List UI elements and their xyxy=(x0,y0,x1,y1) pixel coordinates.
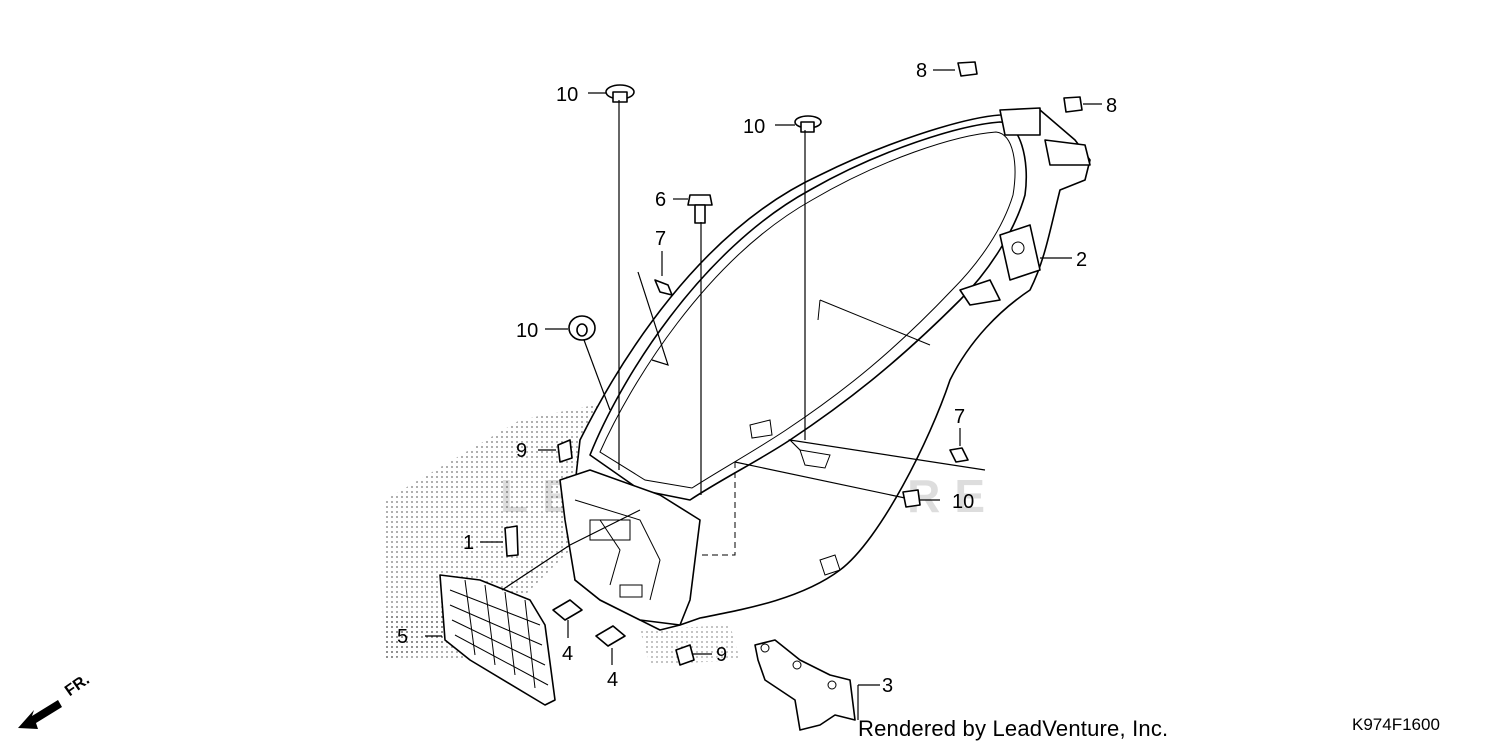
figure-code: K974F1600 xyxy=(1352,715,1440,734)
callout-1: 1 xyxy=(463,532,474,554)
callout-7-upper: 7 xyxy=(655,228,666,250)
callout-4-left: 4 xyxy=(562,643,573,665)
callout-labels: 10 10 8 8 6 7 2 10 7 9 10 1 5 4 9 4 3 xyxy=(397,60,1117,697)
callout-10-left: 10 xyxy=(516,320,538,342)
front-direction-arrow-icon xyxy=(18,700,62,729)
callout-6: 6 xyxy=(655,189,666,211)
fastener-parts xyxy=(504,61,1083,666)
net-grille-part xyxy=(439,574,556,706)
bracket-part xyxy=(754,639,856,731)
callout-9-left: 9 xyxy=(516,440,527,462)
callout-8-top: 8 xyxy=(916,60,927,82)
callout-2: 2 xyxy=(1076,249,1087,271)
callout-9-bottom: 9 xyxy=(716,644,727,666)
render-credit: Rendered by LeadVenture, Inc. xyxy=(858,716,1169,741)
callout-4-bottom: 4 xyxy=(607,669,618,691)
callout-10-right: 10 xyxy=(952,491,974,513)
callout-8-right: 8 xyxy=(1106,95,1117,117)
luggage-box-part xyxy=(559,107,1091,631)
callout-10-top-center: 10 xyxy=(743,116,765,138)
callout-3: 3 xyxy=(882,675,893,697)
callout-5: 5 xyxy=(397,626,408,648)
callout-10-top-left: 10 xyxy=(556,84,578,106)
callout-7-right: 7 xyxy=(954,406,965,428)
leader-lines xyxy=(425,69,1102,720)
